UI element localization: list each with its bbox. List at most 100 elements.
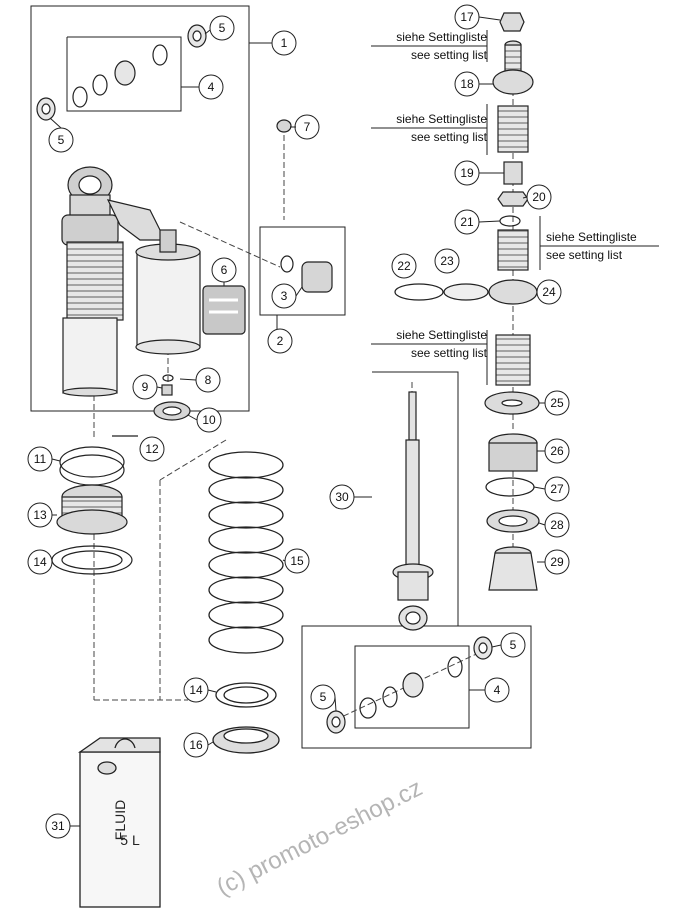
callout-31: 31 bbox=[45, 813, 71, 839]
callout-19: 19 bbox=[454, 160, 480, 186]
callout-number: 26 bbox=[550, 444, 564, 458]
callout-number: 9 bbox=[142, 380, 149, 394]
callout-number: 4 bbox=[208, 80, 215, 94]
group-frames bbox=[30, 5, 532, 749]
callout-number: 7 bbox=[304, 120, 311, 134]
bracket-item-4-upper bbox=[66, 36, 182, 112]
callout-number: 24 bbox=[542, 285, 556, 299]
callout-number: 5 bbox=[219, 21, 226, 35]
callout-number: 23 bbox=[440, 254, 454, 268]
callout-number: 27 bbox=[550, 482, 564, 496]
setting-note-3: siehe Settingliste see setting list bbox=[539, 216, 659, 270]
callout-24: 24 bbox=[536, 279, 562, 305]
callout-16: 16 bbox=[183, 732, 209, 758]
callout-number: 13 bbox=[33, 508, 47, 522]
callout-14-b: 14 bbox=[183, 677, 209, 703]
callout-29: 29 bbox=[544, 549, 570, 575]
callout-9: 9 bbox=[132, 374, 158, 400]
frame-item-4-lower bbox=[354, 645, 470, 729]
callout-number: 16 bbox=[189, 738, 203, 752]
callout-number: 31 bbox=[51, 819, 65, 833]
note-de: siehe Settingliste bbox=[546, 230, 637, 244]
frame-item-2 bbox=[259, 226, 346, 316]
callout-number: 28 bbox=[550, 518, 564, 532]
fluid-canister bbox=[77, 737, 161, 908]
callout-number: 19 bbox=[460, 166, 474, 180]
callout-17: 17 bbox=[454, 4, 480, 30]
callout-number: 12 bbox=[145, 442, 159, 456]
callout-number: 14 bbox=[189, 683, 203, 697]
callout-number: 20 bbox=[532, 190, 546, 204]
callout-leaders bbox=[49, 16, 546, 827]
callout-number: 10 bbox=[202, 413, 216, 427]
callout-number: 15 bbox=[290, 554, 304, 568]
watermark: (c) promoto-eshop.cz bbox=[212, 774, 426, 901]
callout-18: 18 bbox=[454, 71, 480, 97]
callout-7: 7 bbox=[294, 114, 320, 140]
callout-number: 18 bbox=[460, 77, 474, 91]
callout-11: 11 bbox=[27, 446, 53, 472]
note-de: siehe Settingliste bbox=[396, 30, 487, 44]
callout-number: 22 bbox=[397, 259, 411, 273]
valve-item-3 bbox=[280, 255, 333, 293]
callout-number: 2 bbox=[277, 334, 284, 348]
callout-number: 14 bbox=[33, 555, 47, 569]
spring-item-15 bbox=[208, 451, 284, 754]
small-fittings bbox=[153, 119, 292, 421]
frame-item-30 bbox=[301, 371, 532, 749]
callout-number: 1 bbox=[281, 36, 288, 50]
spring-retainer-parts bbox=[51, 435, 138, 575]
callout-number: 8 bbox=[205, 373, 212, 387]
callout-8: 8 bbox=[195, 367, 221, 393]
note-en: see setting list bbox=[546, 248, 623, 262]
setting-note-2: siehe Settingliste see setting list bbox=[371, 104, 488, 155]
callout-5-b: 5 bbox=[48, 127, 74, 153]
callout-number: 3 bbox=[281, 289, 288, 303]
callout-22: 22 bbox=[391, 253, 417, 279]
note-de: siehe Settingliste bbox=[396, 112, 487, 126]
callout-6: 6 bbox=[211, 257, 237, 283]
callout-number: 29 bbox=[550, 555, 564, 569]
note-de: siehe Settingliste bbox=[396, 328, 487, 342]
canister-label-line1: FLUID bbox=[112, 800, 128, 840]
callout-30: 30 bbox=[329, 484, 355, 510]
callout-1: 1 bbox=[271, 30, 297, 56]
frame-item-1 bbox=[30, 5, 250, 412]
callout-28: 28 bbox=[544, 512, 570, 538]
callout-number: 11 bbox=[34, 452, 47, 466]
callout-3: 3 bbox=[271, 283, 297, 309]
callout-15: 15 bbox=[284, 548, 310, 574]
canister-label-line2: 5 L bbox=[120, 832, 140, 848]
callouts: 1 2 3 4 4 5 5 5 5 6 7 8 9 10 11 12 13 14… bbox=[27, 4, 570, 839]
callout-2: 2 bbox=[267, 328, 293, 354]
reservoir bbox=[135, 229, 246, 355]
callout-number: 30 bbox=[335, 490, 349, 504]
callout-5-a: 5 bbox=[209, 15, 235, 41]
setting-note-1: siehe Settingliste see setting list bbox=[371, 30, 488, 62]
callout-number: 5 bbox=[58, 133, 65, 147]
setting-note-4: siehe Settingliste see setting list bbox=[371, 328, 488, 385]
note-en: see setting list bbox=[411, 130, 488, 144]
callout-4-upper: 4 bbox=[198, 74, 224, 100]
callout-27: 27 bbox=[544, 476, 570, 502]
bump-stop-stack bbox=[394, 12, 540, 591]
callout-number: 4 bbox=[494, 683, 501, 697]
callout-number: 5 bbox=[320, 690, 327, 704]
piston-shaft bbox=[392, 391, 434, 631]
callout-12: 12 bbox=[139, 436, 165, 462]
note-en: see setting list bbox=[411, 48, 488, 62]
callout-number: 21 bbox=[460, 215, 474, 229]
upper-seal-parts bbox=[36, 24, 207, 121]
callout-5-c: 5 bbox=[500, 632, 526, 658]
note-en: see setting list bbox=[411, 346, 488, 360]
callout-number: 5 bbox=[510, 638, 517, 652]
callout-14-a: 14 bbox=[27, 549, 53, 575]
group-dashed-leaders bbox=[93, 45, 514, 721]
callout-10: 10 bbox=[196, 407, 222, 433]
callout-13: 13 bbox=[27, 502, 53, 528]
callout-25: 25 bbox=[544, 390, 570, 416]
callout-number: 17 bbox=[460, 10, 474, 24]
callout-23: 23 bbox=[434, 248, 460, 274]
